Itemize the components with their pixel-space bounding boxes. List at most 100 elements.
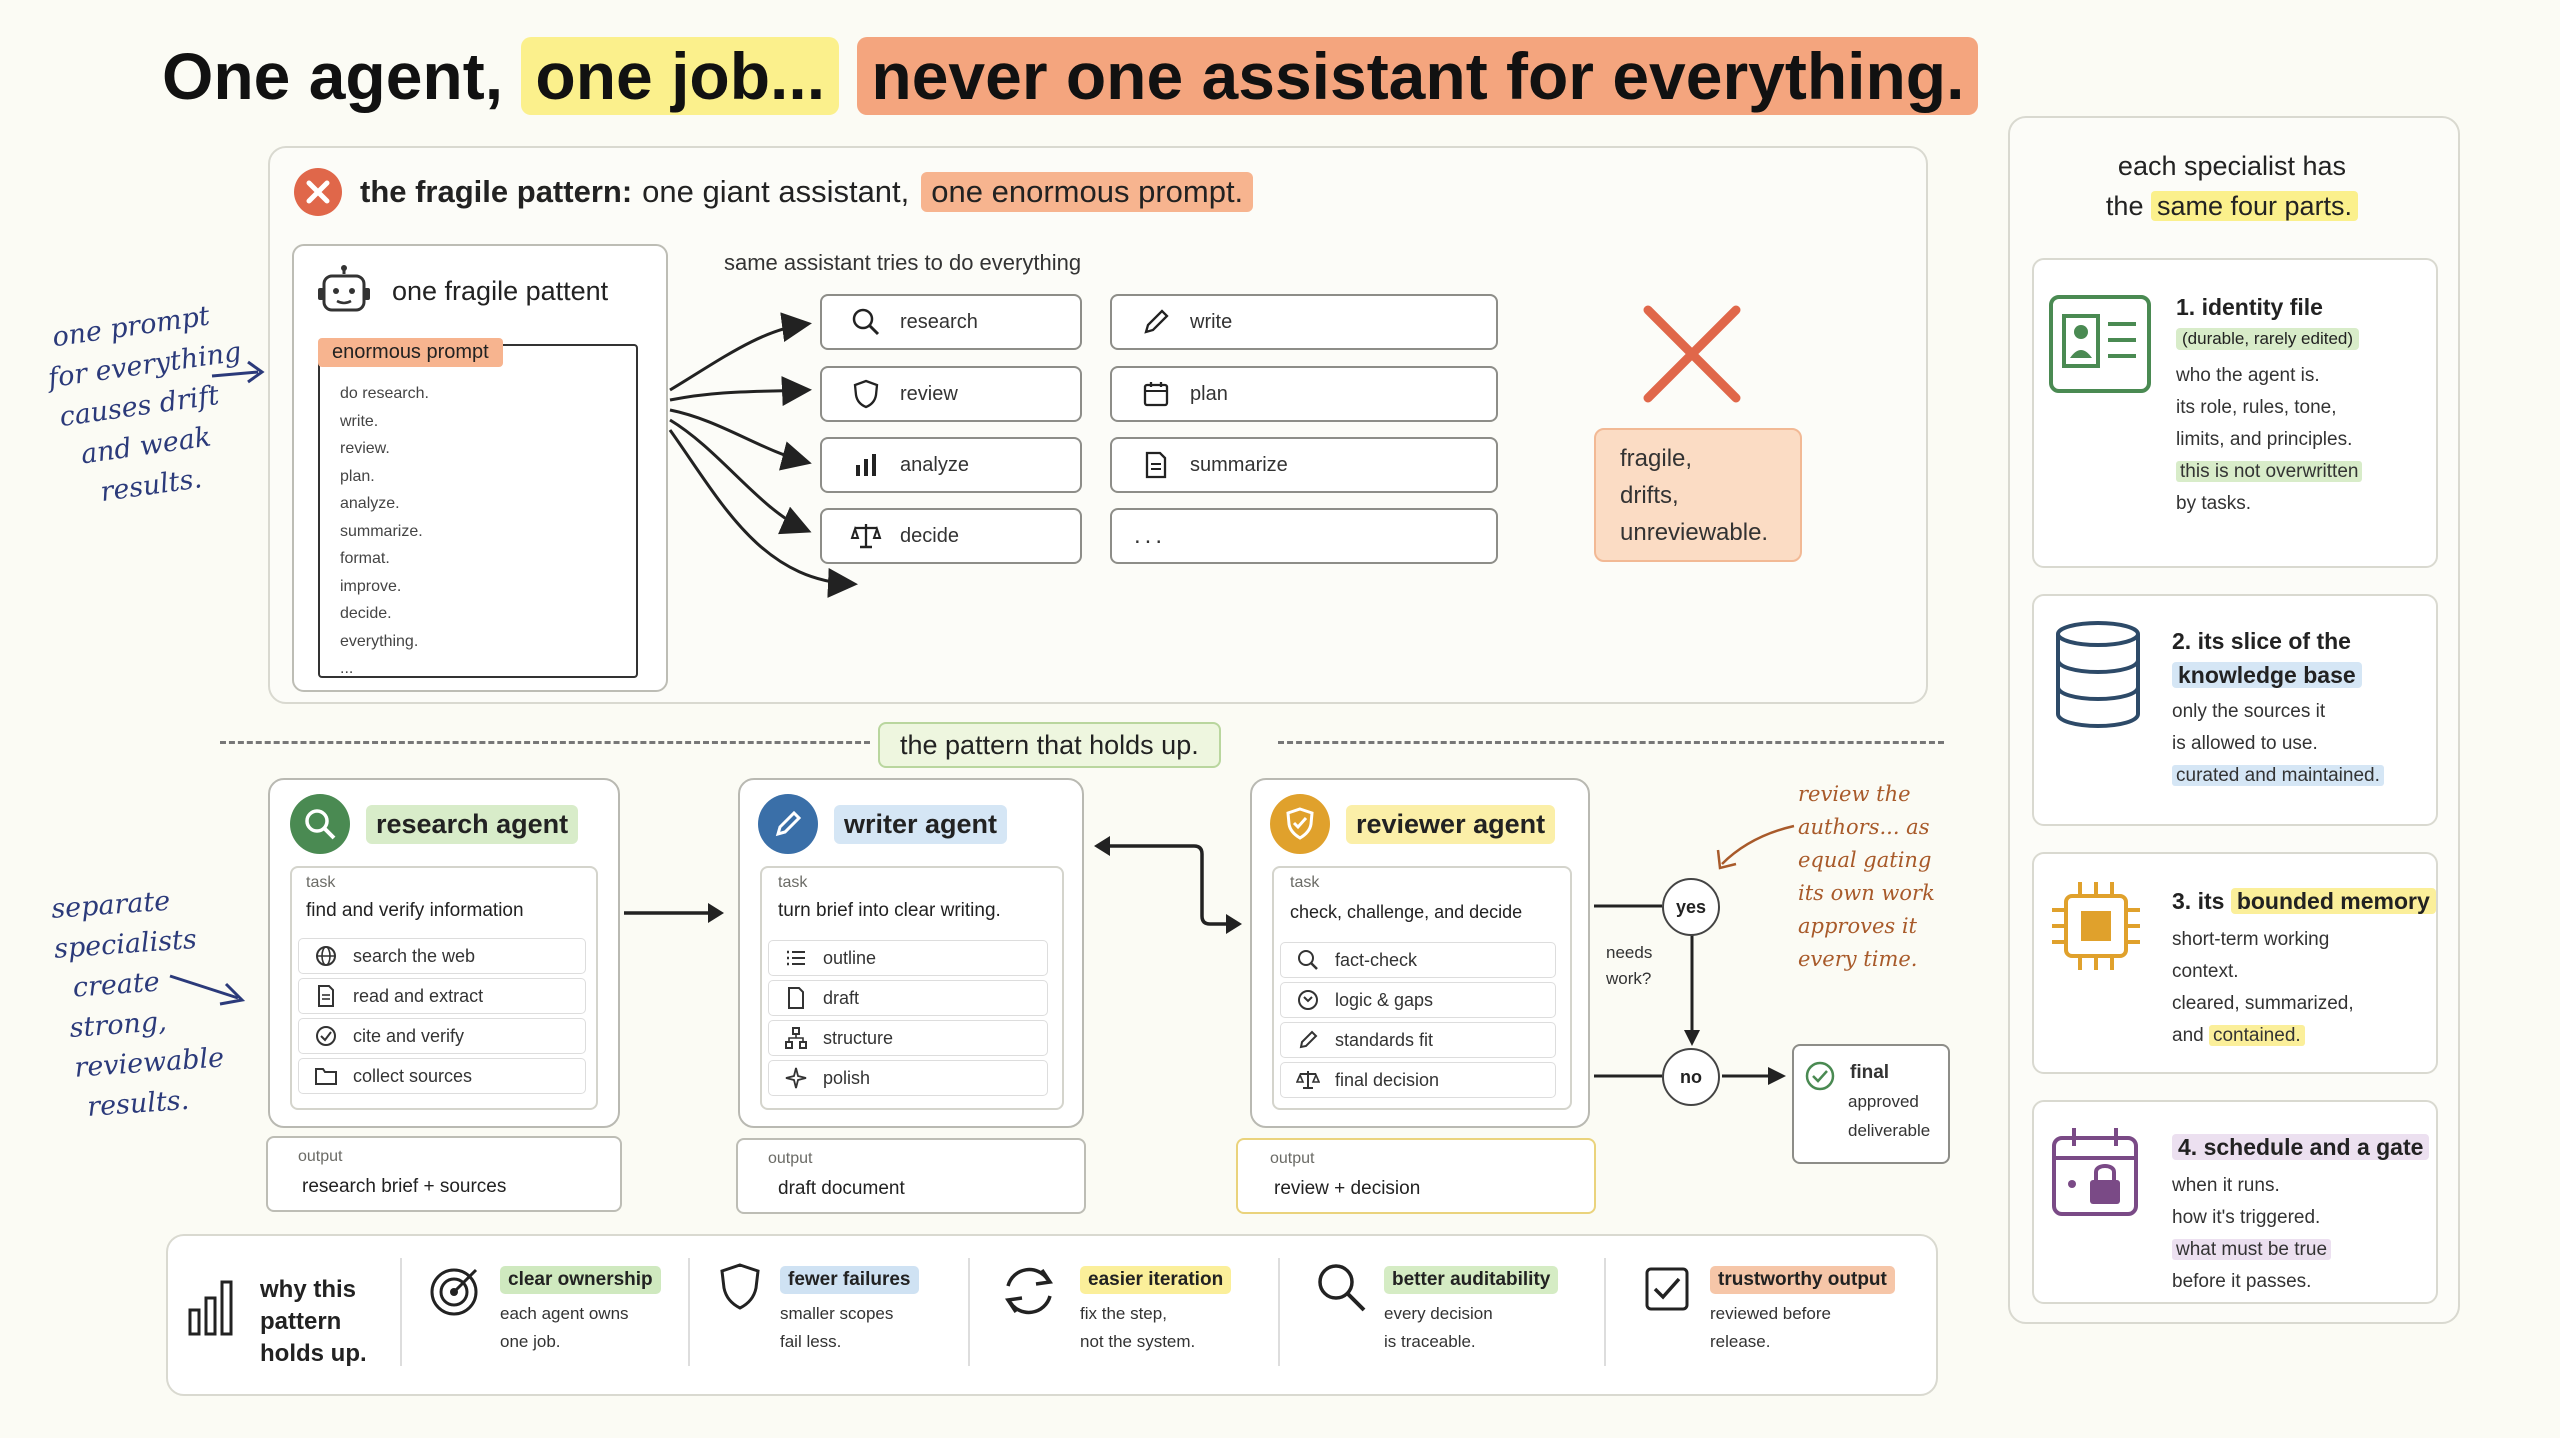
row-label: polish: [823, 1067, 871, 1088]
task-more: ...: [1110, 508, 1498, 564]
card-line: by tasks.: [2176, 493, 2251, 514]
benefit-title: easier iteration: [1080, 1266, 1232, 1294]
card-line: how it's triggered.: [2172, 1207, 2321, 1228]
benefit-trustworthy-output: trustworthy output reviewed before releas…: [1710, 1266, 1895, 1356]
card-line: context.: [2172, 961, 2239, 982]
writer-row: polish: [768, 1060, 1048, 1096]
benefit-line: every decision: [1384, 1304, 1493, 1323]
card-line: before it passes.: [2172, 1271, 2312, 1292]
row-label: cite and verify: [353, 1025, 465, 1046]
writer-output-box: [736, 1138, 1086, 1214]
scale-icon: [1295, 1069, 1321, 1091]
reviewer-note: review the authors... as equal gating it…: [1798, 778, 1935, 976]
calendar-lock-icon: [2048, 1124, 2144, 1225]
benefit-line: is traceable.: [1384, 1332, 1476, 1351]
verdict-line: fragile,: [1620, 445, 1693, 472]
writer-agent-title: writer agent: [834, 804, 1008, 844]
research-row: search the web: [298, 938, 586, 974]
four-parts-header: each specialist has the same four parts.: [2008, 146, 2456, 226]
fragile-heading: the fragile pattern: one giant assistant…: [294, 168, 1254, 216]
pencil-icon: [1295, 1030, 1321, 1050]
pencil-icon: [1138, 304, 1174, 340]
enormous-prompt-label: enormous prompt: [318, 338, 503, 367]
task-analyze: analyze: [820, 437, 1082, 493]
research-output-box: [266, 1136, 622, 1212]
note-line: review the: [1798, 782, 1911, 806]
error-x-icon: [294, 168, 342, 216]
card-title: 4. schedule and a gate: [2172, 1134, 2430, 1160]
fragile-heading-rest: one giant assistant,: [642, 174, 910, 209]
row-label: outline: [823, 947, 877, 968]
research-task-text: find and verify information: [306, 900, 524, 921]
writer-row: draft: [768, 980, 1048, 1016]
card-highlight: what must be true: [2172, 1239, 2332, 1260]
row-label: fact-check: [1335, 949, 1418, 970]
fragile-card-title: one fragile pattent: [392, 276, 609, 306]
card-line: only the sources it: [2172, 701, 2326, 722]
separator: [1604, 1258, 1606, 1366]
note-line: results.: [86, 1084, 191, 1123]
database-icon: [2054, 620, 2142, 735]
note-line: approves it: [1798, 914, 1917, 938]
divider-right: [1278, 741, 1944, 744]
divider-left: [220, 741, 870, 744]
row-label: search the web: [353, 945, 476, 966]
id-card-icon: [2048, 294, 2152, 399]
benefits-intro: why this pattern holds up.: [260, 1274, 367, 1370]
card-highlight: this is not overwritten: [2176, 461, 2363, 482]
benefit-line: reviewed before: [1710, 1304, 1831, 1323]
verdict-box: fragile, drifts, unreviewable.: [1594, 428, 1802, 562]
writer-row: structure: [768, 1020, 1048, 1056]
separator: [1278, 1258, 1280, 1366]
reviewer-row: standards fit: [1280, 1022, 1556, 1058]
refresh-icon: [998, 1260, 1060, 1327]
structure-icon: [783, 1027, 809, 1049]
puzzle-icon: [1295, 989, 1321, 1011]
knowledge-base-text: 2. its slice of the knowledge base only …: [2172, 624, 2384, 792]
benefit-line: smaller scopes: [780, 1304, 894, 1323]
task-label: plan: [1190, 382, 1228, 405]
gate-yes: yes: [1662, 878, 1720, 936]
schedule-gate-text: 4. schedule and a gate when it runs. how…: [2172, 1130, 2430, 1298]
header-line: each specialist has: [2117, 151, 2347, 181]
list-icon: [783, 948, 809, 968]
prompt-line: review.: [340, 440, 390, 457]
final-line: approved: [1848, 1092, 1919, 1111]
reviewer-task-text: check, challenge, and decide: [1290, 902, 1523, 922]
benefit-line: release.: [1710, 1332, 1771, 1351]
writer-agent-header: writer agent: [758, 794, 1008, 854]
row-label: structure: [823, 1027, 894, 1048]
note-line: authors... as: [1798, 815, 1930, 839]
research-output-text: research brief + sources: [302, 1176, 507, 1197]
fan-out-arrows: [668, 312, 858, 598]
check-circle-icon: [313, 1025, 339, 1047]
page-title: One agent, one job... never one assistan…: [162, 37, 1979, 115]
search-icon: [1295, 949, 1321, 971]
chip-icon: [2048, 878, 2144, 979]
reviewer-row: logic & gaps: [1280, 982, 1556, 1018]
row-label: logic & gaps: [1335, 989, 1434, 1010]
header-line: the same four parts.: [2008, 186, 2456, 226]
intro-line: holds up.: [260, 1340, 367, 1367]
writer-output-text: draft document: [778, 1178, 905, 1199]
needs-work-line: needs: [1606, 943, 1653, 962]
bar-chart-icon: [848, 447, 884, 483]
benefit-body: every decision is traceable.: [1384, 1300, 1558, 1356]
target-icon: [428, 1262, 484, 1323]
flow-arrow: [624, 903, 724, 923]
shield-icon: [718, 1262, 762, 1317]
document-icon: [783, 987, 809, 1009]
row-label: standards fit: [1335, 1029, 1434, 1050]
bar-chart-icon: [186, 1276, 240, 1341]
benefit-title: trustworthy output: [1710, 1266, 1895, 1294]
research-row: read and extract: [298, 978, 586, 1014]
verdict-line: drifts,: [1620, 482, 1679, 509]
needs-work-label: needs work?: [1606, 940, 1652, 992]
reviewer-row: final decision: [1280, 1062, 1556, 1098]
prompt-line: format.: [340, 550, 390, 567]
card-line: its role, rules, tone,: [2176, 397, 2337, 418]
task-review: review: [820, 366, 1082, 422]
header-pre: the: [2105, 191, 2144, 221]
card-body: only the sources it is allowed to use. c…: [2172, 696, 2384, 792]
